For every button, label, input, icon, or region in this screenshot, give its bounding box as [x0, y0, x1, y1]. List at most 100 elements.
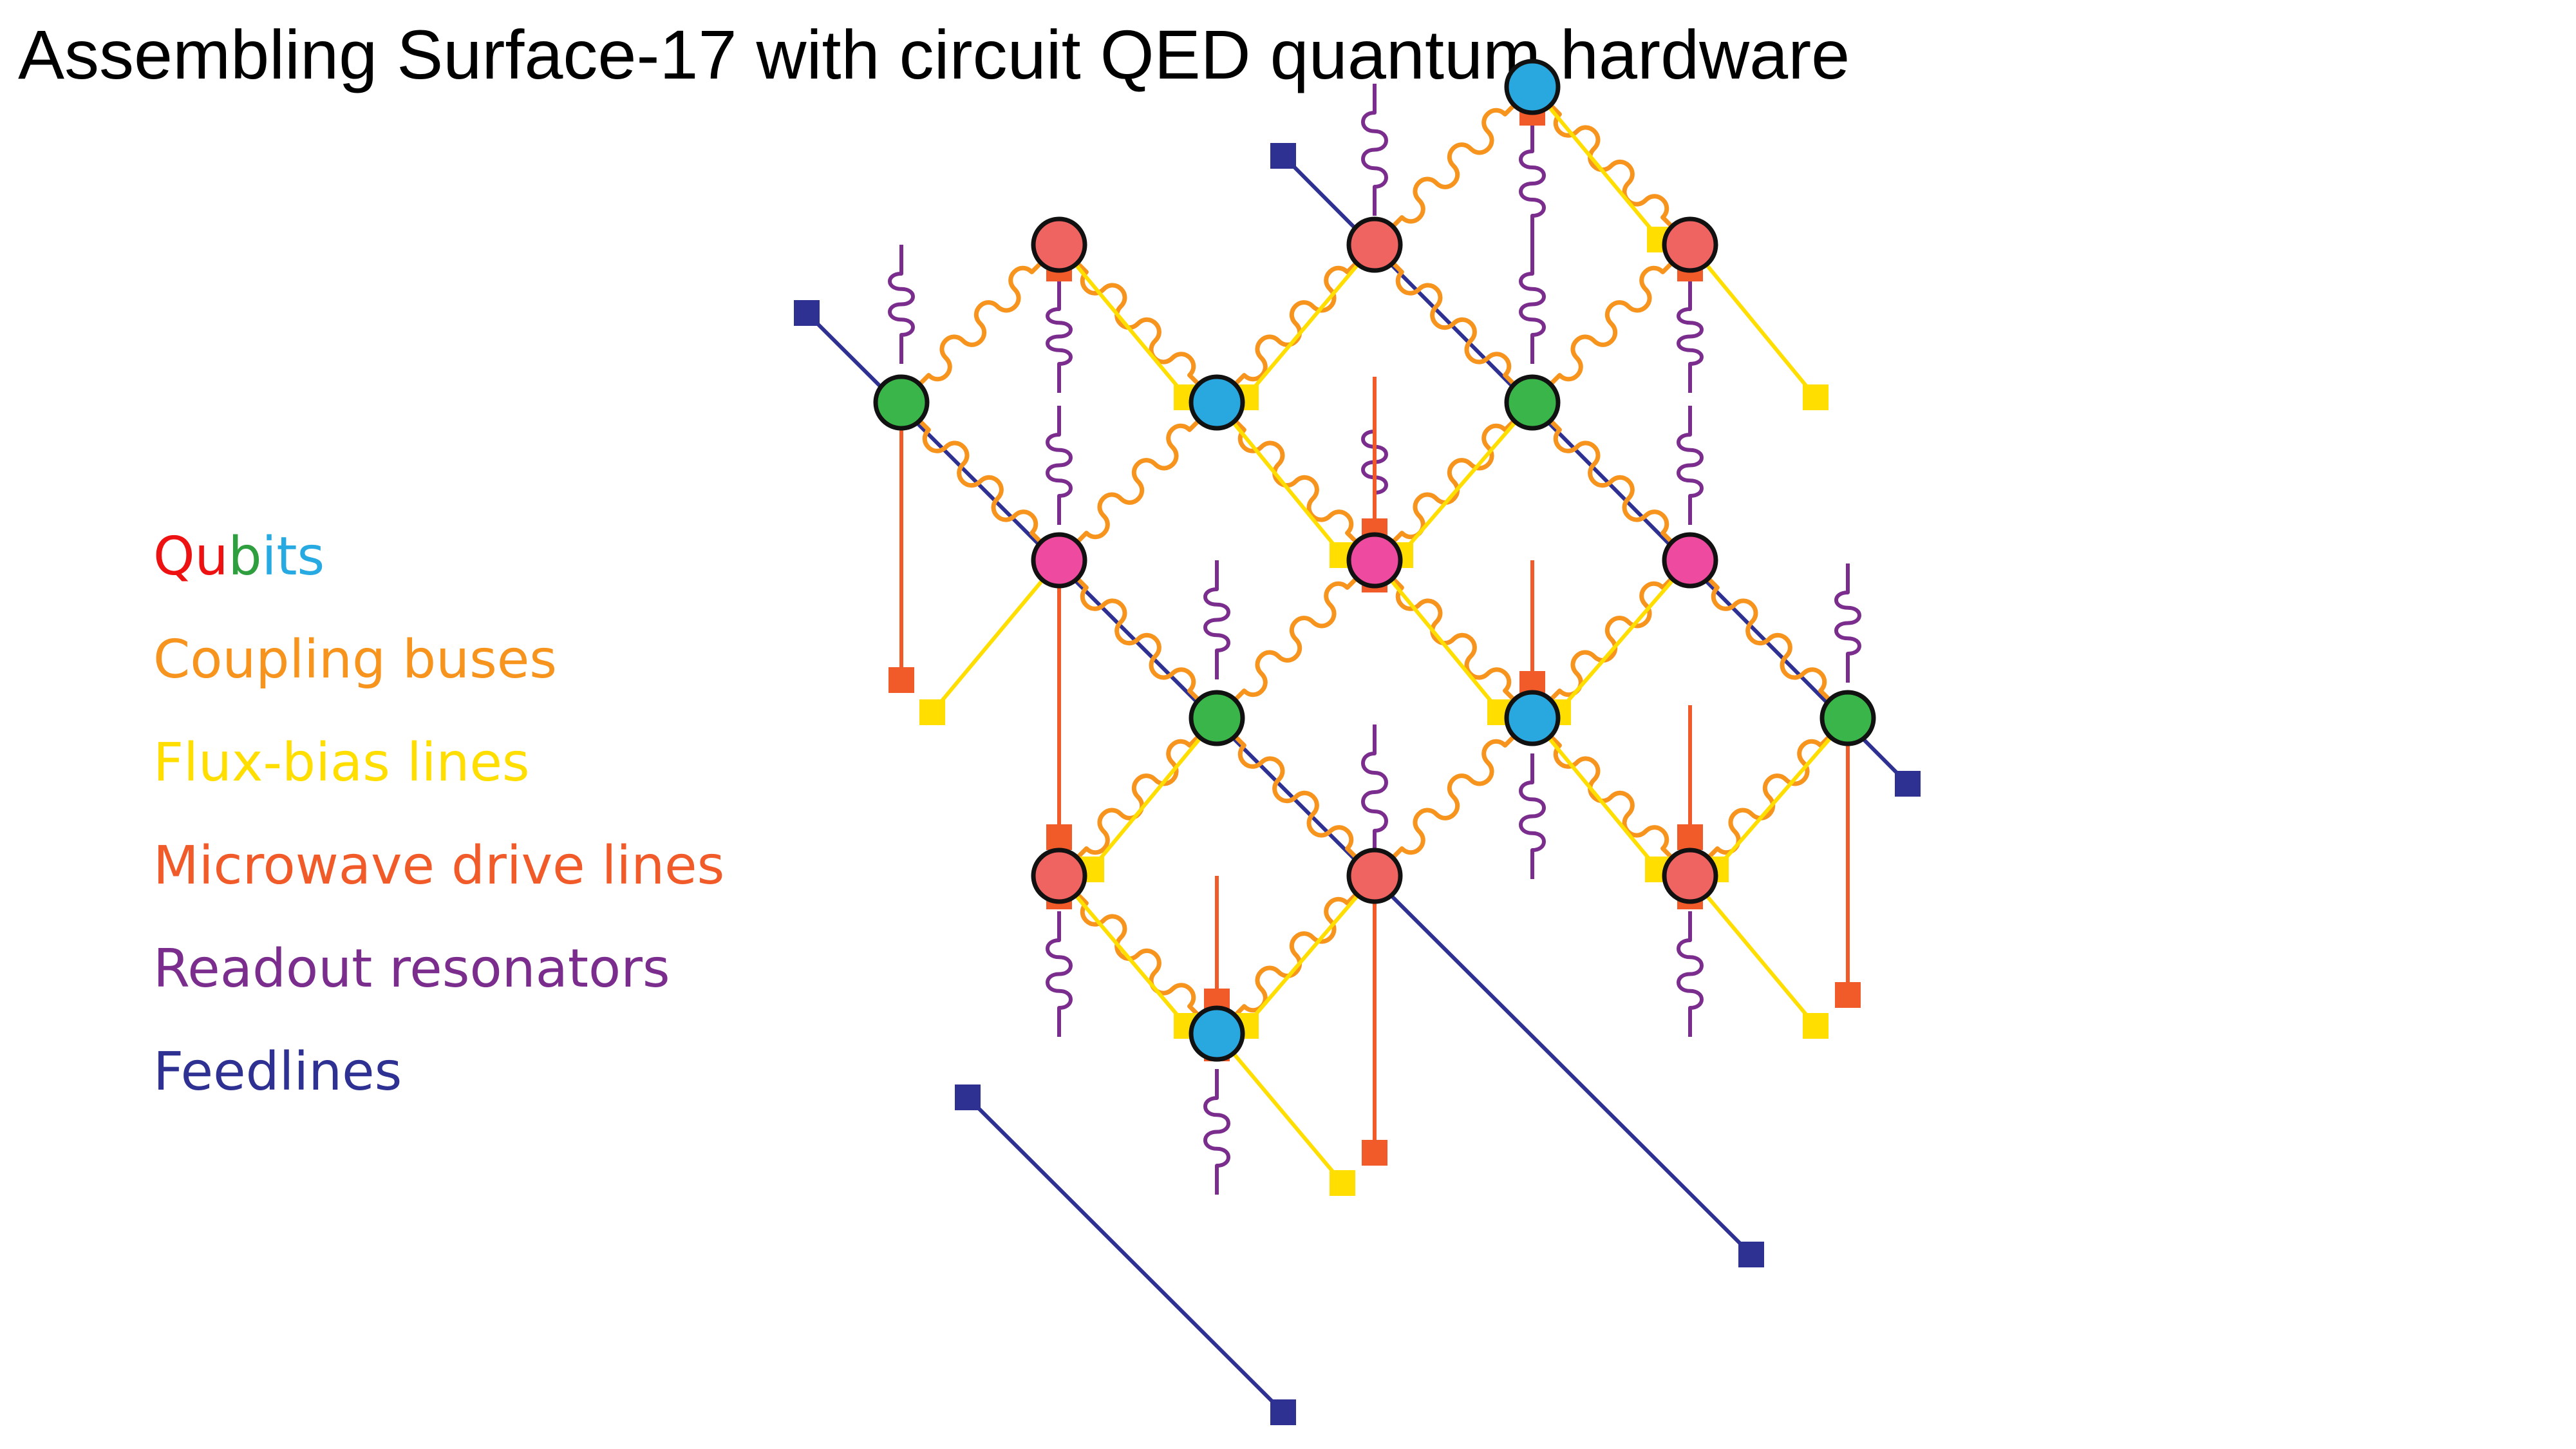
- qubit: [1031, 848, 1087, 904]
- flux-bias-line: [1688, 875, 1818, 1027]
- coupling-bus: [1373, 558, 1534, 720]
- flux-bias-line: [1244, 875, 1377, 1027]
- coupling-bus: [1530, 716, 1692, 878]
- flux-bias-line-port: [1803, 1013, 1829, 1039]
- coupling-bus: [1215, 243, 1377, 404]
- flux-bias-line: [930, 559, 1061, 714]
- coupling-bus: [1215, 874, 1377, 1036]
- drive-line-port: [1835, 982, 1861, 1008]
- qubit: [1662, 848, 1718, 904]
- flux-bias-line: [1688, 243, 1818, 399]
- legend-microwave-drive-lines: Microwave drive lines: [153, 835, 725, 896]
- coupling-bus: [1373, 716, 1534, 878]
- flux-bias-line: [1556, 559, 1692, 714]
- readout-resonator: [888, 245, 915, 364]
- flux-bias-line: [1530, 717, 1660, 871]
- readout-resonator: [1361, 724, 1388, 860]
- legend-coupling-buses: Coupling buses: [153, 629, 558, 690]
- feedline: [966, 1095, 1285, 1414]
- qubit: [1504, 59, 1561, 115]
- readout-resonator: [1046, 911, 1073, 1037]
- readout-resonator: [1046, 280, 1073, 393]
- readout-resonator: [1834, 564, 1861, 683]
- coupling-bus: [899, 401, 1061, 562]
- flux-bias-line: [1057, 243, 1189, 399]
- drive-line-port: [1677, 824, 1703, 850]
- flux-bias-line: [1057, 875, 1189, 1027]
- legend-qubits-segment-1: Qu: [153, 526, 229, 587]
- drive-line-port: [1362, 1140, 1387, 1166]
- flux-bias-line: [1398, 401, 1534, 556]
- coupling-bus: [1215, 401, 1377, 562]
- readout-resonator: [1519, 245, 1546, 364]
- flux-bias-line-port: [1803, 384, 1829, 410]
- flux-bias-line: [1244, 243, 1377, 399]
- coupling-bus: [1530, 401, 1692, 562]
- drive-line-port: [1046, 824, 1072, 850]
- feedline-port: [1270, 143, 1296, 169]
- coupling-bus: [1373, 85, 1534, 247]
- readout-resonator: [1519, 753, 1546, 879]
- qubit-layer: [873, 59, 1876, 1062]
- legend-qubits-segment-3: its: [261, 526, 325, 587]
- flux-bias-line-port: [1330, 1170, 1355, 1196]
- readout-resonator: [1677, 406, 1704, 525]
- feedline-port: [1895, 771, 1921, 797]
- readout-resonator: [1203, 1069, 1230, 1195]
- coupling-bus: [1215, 716, 1377, 878]
- readout-resonator: [1677, 911, 1704, 1037]
- coupling-bus: [899, 243, 1061, 404]
- qubit: [1189, 690, 1245, 746]
- readout-resonator: [1519, 122, 1546, 245]
- qubit: [1504, 690, 1561, 746]
- qubit: [1031, 216, 1087, 273]
- coupling-bus: [1057, 401, 1219, 562]
- readout-resonator: [1046, 406, 1073, 525]
- flux-bias-line: [1089, 717, 1219, 871]
- flux-bias-line: [1215, 1032, 1344, 1184]
- readout-resonator: [1677, 280, 1704, 393]
- legend: Qubits Coupling buses Flux-bias lines Mi…: [153, 525, 724, 1124]
- coupling-bus: [1373, 401, 1534, 562]
- coupling-bus: [1057, 558, 1219, 720]
- coupling-bus: [1215, 558, 1377, 720]
- coupling-bus: [1057, 874, 1219, 1036]
- feedline: [805, 311, 1753, 1256]
- flux-bias-line: [1373, 559, 1502, 714]
- coupling-bus: [1530, 85, 1692, 247]
- legend-flux-bias-lines: Flux-bias lines: [153, 732, 530, 793]
- flux-bias-line-port: [919, 699, 945, 725]
- qubit: [1346, 216, 1403, 273]
- legend-feedlines: Feedlines: [153, 1041, 402, 1103]
- qubit: [1031, 532, 1087, 589]
- feedline-port: [794, 300, 820, 326]
- qubit: [873, 374, 930, 431]
- legend-readout-resonators: Readout resonators: [153, 938, 670, 999]
- feedline-layer: [794, 143, 1921, 1425]
- coupling-bus: [1373, 243, 1534, 404]
- flux-bias-line: [1530, 86, 1662, 241]
- qubit: [1189, 374, 1245, 431]
- feedline-port: [1270, 1399, 1296, 1425]
- feedline-port: [1738, 1242, 1764, 1267]
- qubit: [1189, 1005, 1245, 1062]
- legend-qubits: Qubits: [153, 525, 724, 609]
- drive-line-port: [888, 667, 914, 693]
- coupling-bus: [1530, 243, 1692, 404]
- qubit: [1346, 848, 1403, 904]
- flux-bias-line: [1714, 717, 1850, 871]
- coupling-bus: [1688, 558, 1850, 720]
- readout-resonator-layer: [888, 84, 1861, 1195]
- coupling-bus: [1530, 558, 1692, 720]
- legend-qubits-segment-2: b: [228, 526, 262, 587]
- flux-bias-line: [1215, 401, 1344, 556]
- qubit: [1504, 374, 1561, 431]
- readout-resonator: [1361, 84, 1388, 216]
- qubit: [1346, 532, 1403, 589]
- feedline-port: [955, 1084, 981, 1110]
- readout-resonator: [1203, 560, 1230, 679]
- qubit: [1819, 690, 1876, 746]
- coupling-bus-layer: [899, 85, 1850, 1036]
- qubit: [1662, 216, 1718, 273]
